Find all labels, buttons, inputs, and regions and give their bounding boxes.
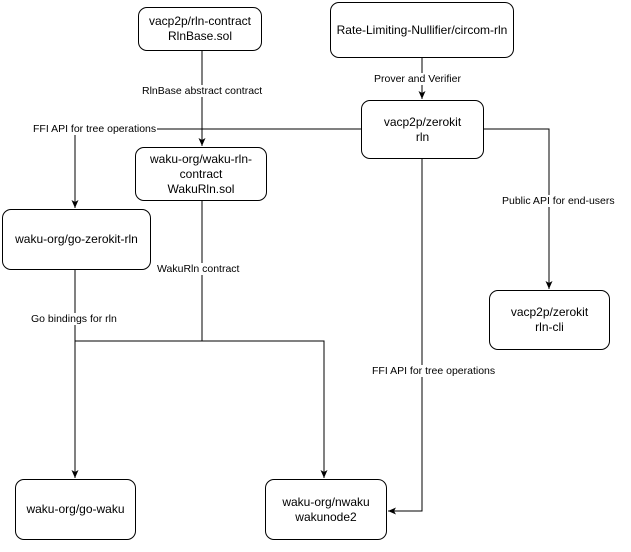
edge-label-rlnbase-abstract: RlnBase abstract contract <box>141 85 264 97</box>
node-rln-contract-file: RlnBase.sol <box>167 29 233 43</box>
node-go-waku: waku-org/go-waku <box>15 479 136 540</box>
node-zerokit-rln-cli-repo: vacp2p/zerokit <box>510 305 589 319</box>
edge-zerokit-to-rlncli <box>484 128 553 289</box>
node-circom-rln-repo: Rate-Limiting-Nullifier/circom-rln <box>336 22 508 37</box>
edge-label-go-bindings: Go bindings for rln <box>30 313 118 325</box>
node-zerokit-rln-cli: vacp2p/zerokit rln-cli <box>489 290 610 350</box>
node-nwaku-binary: wakunode2 <box>295 509 357 524</box>
node-nwaku: waku-org/nwaku wakunode2 <box>265 479 387 540</box>
edge-label-public-api: Public API for end-users <box>501 195 616 207</box>
node-go-zerokit-rln-repo: waku-org/go-zerokit-rln <box>15 232 138 246</box>
node-go-waku-repo: waku-org/go-waku <box>26 502 125 516</box>
edge-label-ffi-tree-bottom: FFI API for tree operations <box>371 365 497 377</box>
node-waku-rln-contract: waku-org/waku-rln- contract WakuRln.sol <box>135 147 267 201</box>
node-zerokit-rln-repo: vacp2p/zerokit <box>383 114 462 129</box>
edge-wakurlncontract-to-nwaku <box>201 201 328 478</box>
node-circom-rln: Rate-Limiting-Nullifier/circom-rln <box>330 2 514 58</box>
node-rln-contract-repo: vacp2p/rln-contract <box>148 14 252 28</box>
edge-label-prover-verifier: Prover and Verifier <box>373 73 462 85</box>
edge-label-wakurln-contract: WakuRln contract <box>156 263 241 275</box>
node-nwaku-repo: waku-org/nwaku <box>282 494 370 509</box>
node-waku-rln-contract-repo-1: waku-org/waku-rln- <box>149 151 253 166</box>
node-waku-rln-contract-repo-2: contract <box>179 166 223 181</box>
node-zerokit-rln-crate: rln <box>415 129 430 144</box>
node-zerokit-rln: vacp2p/zerokit rln <box>361 100 484 159</box>
node-go-zerokit-rln: waku-org/go-zerokit-rln <box>2 209 151 270</box>
edge-zerokit-to-nwaku <box>388 159 423 515</box>
edge-label-ffi-tree-top: FFI API for tree operations <box>32 123 158 135</box>
node-rln-contract: vacp2p/rln-contract RlnBase.sol <box>138 7 262 51</box>
node-zerokit-rln-cli-crate: rln-cli <box>535 320 564 334</box>
node-waku-rln-contract-file: WakuRln.sol <box>167 181 235 196</box>
